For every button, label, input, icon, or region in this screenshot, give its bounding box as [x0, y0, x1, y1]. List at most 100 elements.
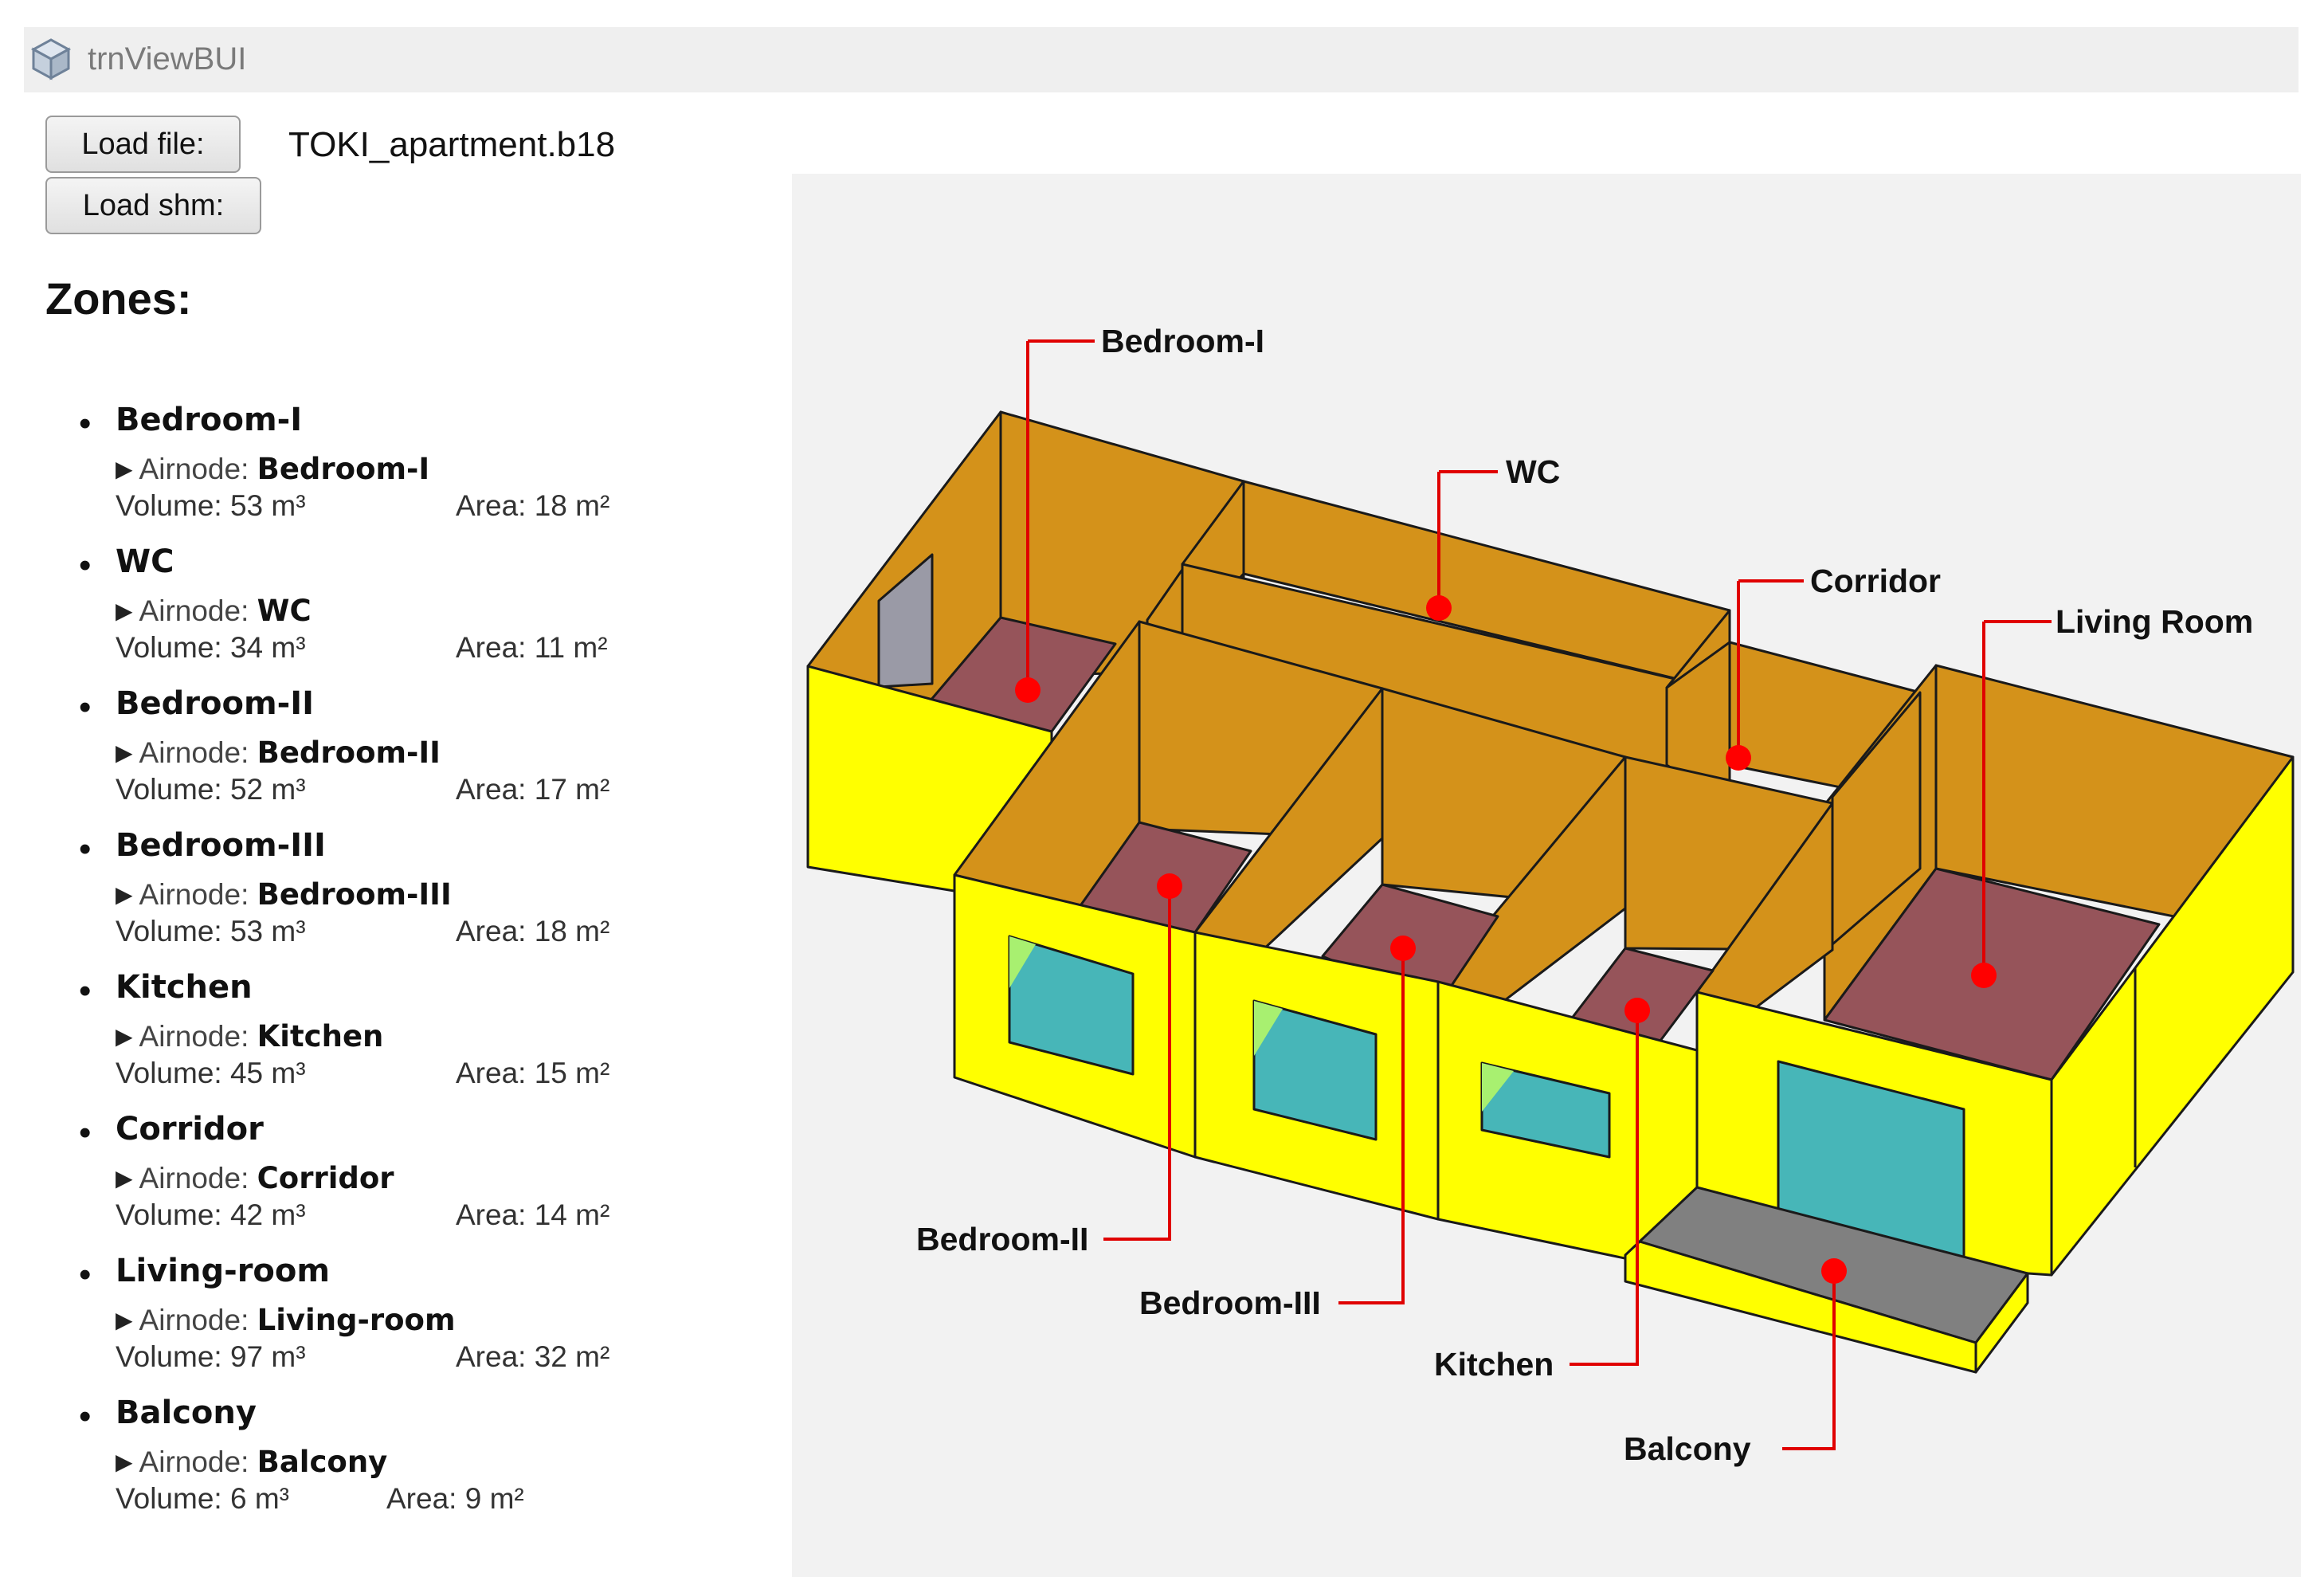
zone-area: Area: 15 m²	[456, 1057, 610, 1089]
zone-volume: Volume: 45 m³	[116, 1057, 306, 1089]
zone-area: Area: 9 m²	[386, 1482, 524, 1515]
bedroom1-door	[877, 553, 934, 688]
bedroom1-callout-label: Bedroom-I	[1101, 323, 1264, 359]
bedroom2-callout-label: Bedroom-II	[916, 1221, 1088, 1257]
airnode-name: Bedroom-II	[257, 736, 441, 770]
bedroom2-leader-line	[1103, 886, 1171, 1241]
airnode-toggle[interactable]: ▶Airnode: Bedroom-I	[116, 452, 429, 486]
zone-name: WC	[116, 543, 174, 580]
zone-stats: Volume: 42 m³ Area: 14 m²	[116, 1198, 609, 1232]
bedroom1-airnode-marker[interactable]	[1015, 677, 1041, 703]
model-3d-viewport[interactable]: Bedroom-I WC Corridor Living Room Bedroo…	[792, 174, 2301, 1577]
caret-right-icon: ▶	[116, 740, 133, 765]
zone-volume: Volume: 53 m³	[116, 489, 306, 522]
zone-stats: Volume: 97 m³ Area: 32 m²	[116, 1340, 609, 1374]
zone-area: Area: 32 m²	[456, 1340, 610, 1373]
load-file-button[interactable]: Load file:	[45, 116, 241, 173]
airnode-label: Airnode:	[139, 453, 249, 485]
caret-right-icon: ▶	[116, 598, 133, 623]
zone-area: Area: 17 m²	[456, 773, 610, 806]
zones-heading: Zones:	[45, 273, 192, 324]
living-airnode-marker[interactable]	[1971, 963, 1997, 988]
zone-stats: Volume: 6 m³ Area: 9 m²	[116, 1482, 524, 1516]
balcony-airnode-marker[interactable]	[1821, 1258, 1847, 1284]
zone-item: • Kitchen ▶Airnode: Kitchen Volume: 45 m…	[45, 967, 762, 1109]
airnode-toggle[interactable]: ▶Airnode: Bedroom-II	[116, 736, 441, 770]
zone-area: Area: 14 m²	[456, 1198, 610, 1231]
wc-airnode-marker[interactable]	[1426, 595, 1452, 621]
bullet-icon: •	[79, 1113, 92, 1152]
bedroom2-window-highlight	[1009, 936, 1036, 988]
zone-stats: Volume: 53 m³ Area: 18 m²	[116, 489, 609, 523]
airnode-name: Bedroom-III	[257, 877, 452, 912]
zones-list: • Bedroom-I ▶Airnode: Bedroom-I Volume: …	[45, 400, 762, 1535]
load-shm-button[interactable]: Load shm:	[45, 177, 261, 234]
bedroom2-airnode-marker[interactable]	[1157, 873, 1182, 899]
zone-volume: Volume: 34 m³	[116, 631, 306, 664]
zone-stats: Volume: 53 m³ Area: 18 m²	[116, 915, 609, 948]
zone-item: • Corridor ▶Airnode: Corridor Volume: 42…	[45, 1109, 762, 1251]
airnode-label: Airnode:	[139, 1446, 249, 1478]
living-callout-label: Living Room	[2056, 603, 2253, 640]
bedroom3-callout-label: Bedroom-III	[1139, 1285, 1321, 1321]
airnode-name: Kitchen	[257, 1019, 384, 1053]
airnode-toggle[interactable]: ▶Airnode: Bedroom-III	[116, 877, 452, 912]
caret-right-icon: ▶	[116, 1166, 133, 1191]
zone-volume: Volume: 42 m³	[116, 1198, 306, 1231]
zone-item: • Bedroom-III ▶Airnode: Bedroom-III Volu…	[45, 826, 762, 967]
zone-name: Bedroom-III	[116, 827, 326, 864]
balcony-side-edge	[1974, 1272, 2029, 1374]
caret-right-icon: ▶	[116, 1024, 133, 1049]
airnode-label: Airnode:	[139, 1020, 249, 1053]
zone-name: Kitchen	[116, 969, 253, 1006]
zone-area: Area: 18 m²	[456, 915, 610, 947]
kitchen-airnode-marker[interactable]	[1624, 998, 1650, 1023]
airnode-toggle[interactable]: ▶Airnode: Corridor	[116, 1161, 394, 1195]
bullet-icon: •	[79, 546, 92, 585]
zone-name: Bedroom-II	[116, 685, 314, 722]
bullet-icon: •	[79, 1255, 92, 1294]
bullet-icon: •	[79, 1397, 92, 1436]
caret-right-icon: ▶	[116, 1308, 133, 1332]
zone-item: • Bedroom-I ▶Airnode: Bedroom-I Volume: …	[45, 400, 762, 542]
airnode-toggle[interactable]: ▶Airnode: WC	[116, 594, 312, 628]
bedroom3-leader-line	[1338, 948, 1405, 1304]
caret-right-icon: ▶	[116, 882, 133, 907]
airnode-name: Living-room	[257, 1303, 456, 1337]
zone-stats: Volume: 34 m³ Area: 11 m²	[116, 631, 608, 665]
kitchen-callout-label: Kitchen	[1434, 1346, 1554, 1383]
bullet-icon: •	[79, 971, 92, 1010]
model-3d-render: Bedroom-I WC Corridor Living Room Bedroo…	[806, 323, 2295, 1467]
zone-volume: Volume: 6 m³	[116, 1482, 289, 1515]
bedroom3-airnode-marker[interactable]	[1390, 936, 1416, 961]
airnode-toggle[interactable]: ▶Airnode: Balcony	[116, 1445, 387, 1479]
airnode-name: Corridor	[257, 1161, 394, 1195]
zone-stats: Volume: 52 m³ Area: 17 m²	[116, 773, 609, 806]
airnode-label: Airnode:	[139, 1304, 249, 1336]
airnode-toggle[interactable]: ▶Airnode: Kitchen	[116, 1019, 383, 1053]
zone-volume: Volume: 97 m³	[116, 1340, 306, 1373]
airnode-name: WC	[257, 594, 312, 628]
airnode-label: Airnode:	[139, 1162, 249, 1195]
zone-item: • Balcony ▶Airnode: Balcony Volume: 6 m³…	[45, 1393, 762, 1535]
zone-item: • Bedroom-II ▶Airnode: Bedroom-II Volume…	[45, 684, 762, 826]
loaded-file-name: TOKI_apartment.b18	[288, 125, 616, 164]
bullet-icon: •	[79, 404, 92, 443]
zone-area: Area: 18 m²	[456, 489, 610, 522]
zone-area: Area: 11 m²	[456, 631, 608, 664]
zone-item: • Living-room ▶Airnode: Living-room Volu…	[45, 1251, 762, 1393]
zone-volume: Volume: 53 m³	[116, 915, 306, 947]
airnode-name: Bedroom-I	[257, 452, 430, 486]
bullet-icon: •	[79, 830, 92, 869]
corridor-airnode-marker[interactable]	[1726, 745, 1751, 771]
caret-right-icon: ▶	[116, 457, 133, 481]
bedroom3-window-highlight	[1254, 1001, 1283, 1056]
zone-name: Bedroom-I	[116, 402, 303, 438]
wc-callout-label: WC	[1506, 453, 1560, 490]
airnode-toggle[interactable]: ▶Airnode: Living-room	[116, 1303, 456, 1337]
zone-name: Balcony	[116, 1395, 257, 1431]
bedroom3-window	[1252, 999, 1378, 1141]
airnode-label: Airnode:	[139, 594, 249, 627]
caret-right-icon: ▶	[116, 1450, 133, 1474]
airnode-name: Balcony	[257, 1445, 388, 1479]
